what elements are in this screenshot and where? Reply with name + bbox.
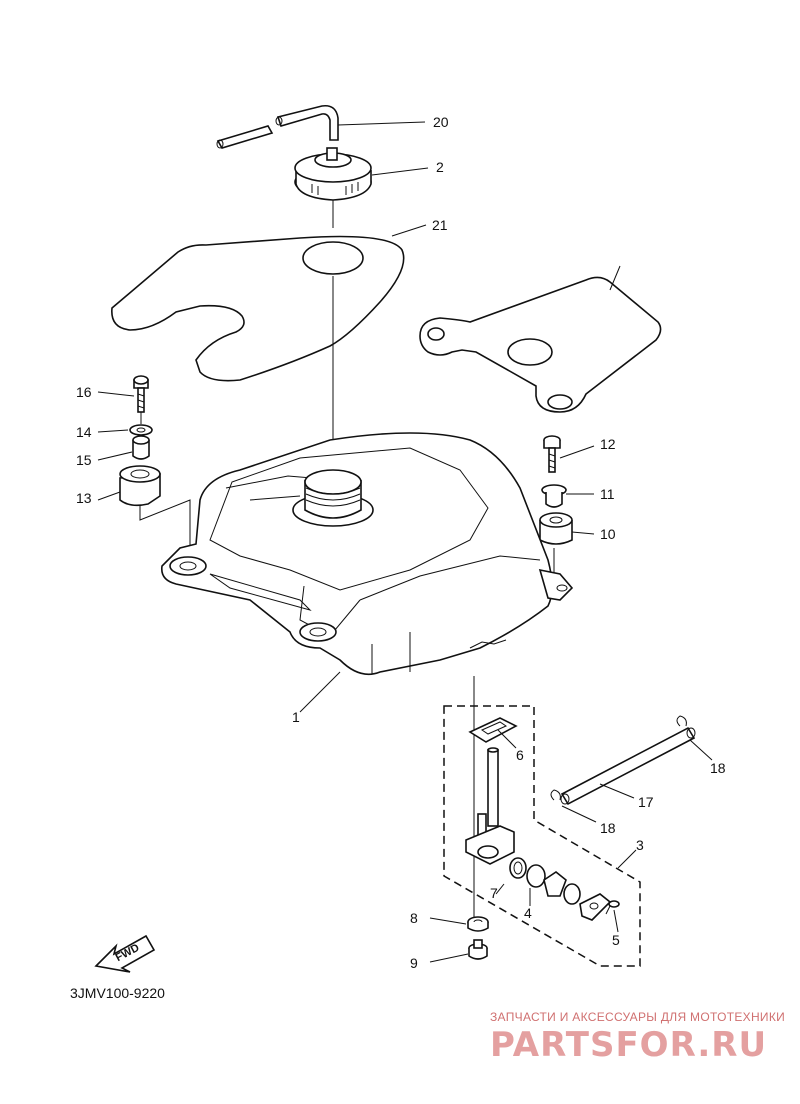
part-8-washer	[467, 916, 489, 932]
callout-13: 13	[76, 490, 92, 506]
petcock-assembly-outline	[443, 705, 641, 967]
part-15-collar	[132, 435, 150, 460]
callout-11: 11	[600, 486, 615, 502]
fwd-arrow-icon: FWD	[94, 934, 156, 973]
callout-6: 6	[516, 747, 524, 763]
callout-20: 21	[432, 217, 448, 233]
callout-18-upper: 18	[710, 760, 726, 776]
callout-15: 15	[76, 452, 92, 468]
part-6-gasket	[468, 717, 518, 743]
callout-18-lower: 18	[600, 820, 616, 836]
callout-17: 17	[638, 794, 654, 810]
part-16-bolt	[133, 375, 149, 413]
part-18-clip-lower	[550, 789, 561, 801]
callout-4: 4	[524, 905, 532, 921]
callout-12: 12	[600, 436, 616, 452]
part-14-washer	[129, 424, 153, 436]
callout-7: 7	[490, 885, 498, 901]
watermark-subtitle: ЗАПЧАСТИ И АКСЕССУАРЫ ДЛЯ МОТОТЕХНИКИ	[490, 1010, 785, 1024]
callout-3: 3	[636, 837, 644, 853]
callout-9: 9	[410, 955, 418, 971]
part-19-breather-hose	[216, 104, 339, 149]
part-9-drain-bolt	[468, 939, 488, 960]
callout-19: 20	[433, 114, 449, 130]
watermark: ЗАПЧАСТИ И АКСЕССУАРЫ ДЛЯ МОТОТЕХНИКИ PA…	[490, 1010, 785, 1065]
part-7-o-ring	[509, 857, 527, 879]
part-20-tank-pad	[111, 235, 405, 382]
callout-8: 8	[410, 910, 418, 926]
callout-1: 1	[292, 709, 300, 725]
part-4-lever-parts	[526, 864, 612, 921]
watermark-brand: PARTSFOR.RU	[490, 1025, 767, 1065]
diagram-code: 3JMV100-9220	[70, 985, 165, 1001]
callout-2: 2	[436, 159, 444, 175]
part-10-damper	[539, 512, 573, 545]
leader-lines	[97, 121, 713, 963]
part-13-damper	[119, 465, 161, 507]
callout-5: 5	[612, 932, 620, 948]
callout-16: 16	[76, 384, 92, 400]
part-11-collar	[541, 484, 567, 508]
part-18-clip-upper	[676, 715, 687, 727]
callout-10: 10	[600, 526, 616, 542]
part-3-fuel-cock	[465, 747, 515, 865]
part-1-fuel-tank	[160, 432, 574, 676]
callout-14: 14	[76, 424, 92, 440]
part-21-sheet	[419, 276, 662, 413]
part-2-fuel-cap	[294, 147, 372, 201]
part-12-bolt	[543, 435, 561, 473]
part-17-fuel-hose	[560, 726, 696, 806]
part-5-screw	[605, 900, 620, 915]
